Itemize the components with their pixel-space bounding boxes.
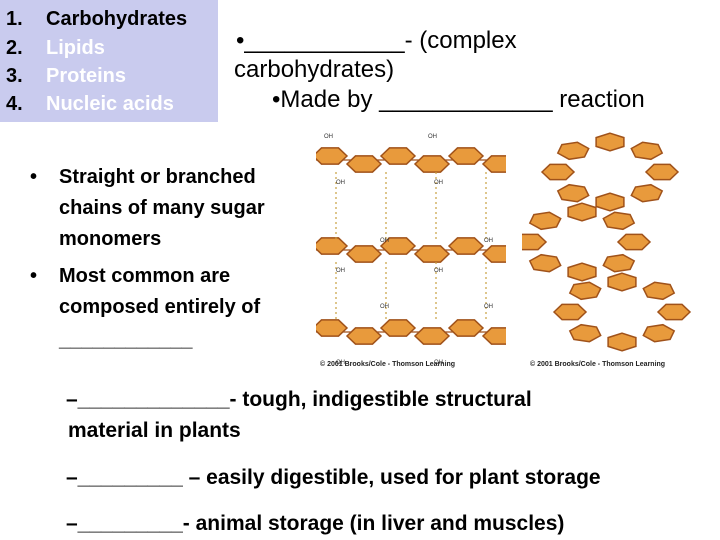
oh-label: OH bbox=[336, 360, 345, 366]
sugar-ring bbox=[552, 303, 588, 321]
sugar-ring bbox=[528, 211, 562, 231]
sugar-ring bbox=[447, 319, 485, 337]
topic-item-proteins: 3. Proteins bbox=[6, 64, 126, 88]
sugar-ring bbox=[556, 141, 590, 161]
sugar-ring bbox=[568, 281, 602, 301]
cellulose-chain-image: OH OH OH OH OH OH OH OH OH OH OH OH bbox=[311, 132, 519, 372]
bullet-text: composed entirely of bbox=[59, 296, 261, 318]
oh-label: OH bbox=[434, 268, 443, 274]
cellulose-line-1: –_____________- tough, indigestible stru… bbox=[66, 388, 532, 411]
oh-label: OH bbox=[324, 134, 333, 140]
sugar-ring bbox=[607, 332, 637, 352]
sugar-ring bbox=[447, 237, 485, 255]
cellulose-chain-diagram: OH OH OH OH OH OH OH OH OH OH OH OH bbox=[311, 134, 519, 366]
sugar-ring bbox=[630, 183, 664, 203]
bullet-text: monomers bbox=[59, 228, 162, 250]
oh-label: OH bbox=[428, 134, 437, 140]
sugar-ring bbox=[567, 202, 597, 222]
sugar-ring bbox=[447, 147, 485, 165]
sugar-ring bbox=[512, 233, 548, 251]
oh-label: OH bbox=[434, 360, 443, 366]
topic-number: 3. bbox=[6, 65, 23, 87]
sugar-ring bbox=[644, 163, 680, 181]
topic-label: Proteins bbox=[46, 65, 127, 87]
oh-label: OH bbox=[336, 180, 345, 186]
cellulose-line-2: material in plants bbox=[68, 419, 241, 442]
topic-number: 1. bbox=[6, 8, 23, 30]
topic-item-lipids: 2. Lipids bbox=[6, 36, 105, 60]
sugar-ring bbox=[656, 303, 692, 321]
bullet-dot: • bbox=[30, 166, 38, 188]
sugar-ring bbox=[481, 245, 519, 263]
sugar-ring bbox=[602, 253, 636, 273]
sugar-ring bbox=[540, 163, 576, 181]
topic-label: Nucleic acids bbox=[46, 93, 174, 115]
sugar-ring bbox=[345, 245, 383, 263]
oh-label: OH bbox=[484, 238, 493, 244]
topics-list: 1. Carbohydrates 2. Lipids 3. Proteins 4. Nu… bbox=[0, 0, 218, 122]
copyright-left: © 2001 Brooks/Cole - Thomson Learning bbox=[320, 361, 456, 368]
sugar-ring bbox=[481, 327, 519, 345]
sugar-ring bbox=[568, 323, 602, 343]
sugar-ring bbox=[481, 155, 519, 173]
oh-label: OH bbox=[336, 268, 345, 274]
sugar-ring bbox=[607, 272, 637, 292]
bullet-blank: ____________ bbox=[59, 329, 193, 351]
sugar-ring bbox=[567, 262, 597, 282]
starch-helix-image bbox=[512, 132, 698, 364]
sugar-ring bbox=[616, 233, 652, 251]
title-line-3: •Made by _____________ reaction bbox=[272, 86, 645, 113]
sugar-ring bbox=[595, 132, 625, 152]
sugar-ring bbox=[595, 192, 625, 212]
starch-helix-diagram bbox=[512, 132, 692, 352]
copyright-right: © 2001 Brooks/Cole - Thomson Learning bbox=[530, 361, 666, 368]
sugar-ring bbox=[311, 319, 349, 337]
bullet-text: Straight or branched bbox=[59, 166, 256, 188]
sugar-ring bbox=[345, 327, 383, 345]
sugar-ring bbox=[311, 237, 349, 255]
sugar-ring bbox=[311, 147, 349, 165]
sugar-ring bbox=[379, 237, 417, 255]
topic-label: Carbohydrates bbox=[46, 8, 188, 30]
glycogen-line: –_________- animal storage (in liver and… bbox=[66, 512, 565, 535]
bullet-text: chains of many sugar bbox=[59, 197, 265, 219]
sugar-ring bbox=[642, 281, 676, 301]
title-line-2: carbohydrates) bbox=[234, 56, 395, 83]
oh-label: OH bbox=[484, 304, 493, 310]
sugar-ring bbox=[630, 141, 664, 161]
sugar-ring bbox=[379, 319, 417, 337]
sugar-ring bbox=[345, 155, 383, 173]
sugar-ring bbox=[602, 211, 636, 231]
sugar-ring bbox=[413, 155, 451, 173]
sugar-ring bbox=[556, 183, 590, 203]
sugar-ring bbox=[413, 245, 451, 263]
title-line-1: •____________- (complex bbox=[236, 27, 517, 54]
topic-number: 4. bbox=[6, 93, 23, 115]
oh-label: OH bbox=[380, 238, 389, 244]
topic-label: Lipids bbox=[46, 37, 105, 59]
sugar-ring bbox=[379, 147, 417, 165]
sugar-ring bbox=[413, 327, 451, 345]
sugar-ring bbox=[642, 323, 676, 343]
oh-label: OH bbox=[434, 180, 443, 186]
bullet-dot: • bbox=[30, 265, 38, 287]
topic-item-nucleic-acids: 4. Nucleic acids bbox=[6, 92, 174, 116]
sugar-ring bbox=[528, 253, 562, 273]
oh-label: OH bbox=[380, 304, 389, 310]
topic-item-carbohydrates: 1. Carbohydrates bbox=[6, 7, 187, 31]
bullet-text: Most common are bbox=[59, 265, 231, 287]
topic-number: 2. bbox=[6, 37, 23, 59]
starch-line: –_________ – easily digestible, used for… bbox=[66, 466, 601, 489]
